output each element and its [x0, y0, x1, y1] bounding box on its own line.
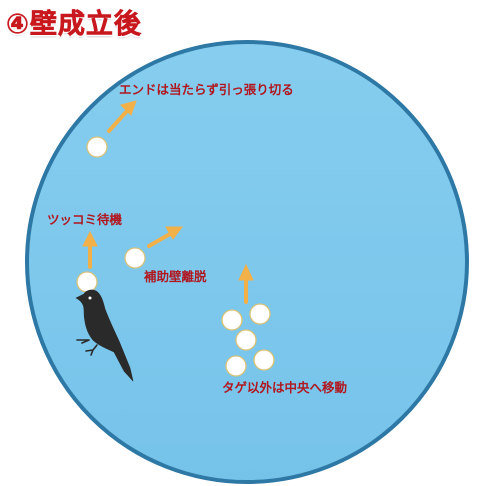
player-marker	[249, 303, 271, 325]
label-end: エンドは当たらず引っ張り切る	[119, 82, 294, 97]
bird-icon	[75, 289, 134, 382]
page-title: ④壁成立後	[6, 9, 142, 41]
player-marker	[225, 355, 247, 377]
arrow-icon-end	[107, 100, 137, 133]
player-marker	[221, 309, 243, 331]
player-marker	[124, 247, 146, 269]
arrow-icon-tsukkomi	[82, 230, 98, 269]
player-marker	[235, 329, 257, 351]
arrow-icon-tage	[238, 263, 254, 304]
player-marker	[76, 271, 98, 293]
label-tage: タゲ以外は中央へ移動	[222, 380, 347, 395]
player-marker	[86, 136, 108, 158]
arena-circle	[25, 40, 469, 484]
label-hojo: 補助壁離脱	[143, 269, 207, 284]
player-marker	[253, 349, 275, 371]
label-tsukkomi: ツッコミ待機	[47, 212, 123, 227]
arrow-icon-hojo	[147, 226, 183, 248]
